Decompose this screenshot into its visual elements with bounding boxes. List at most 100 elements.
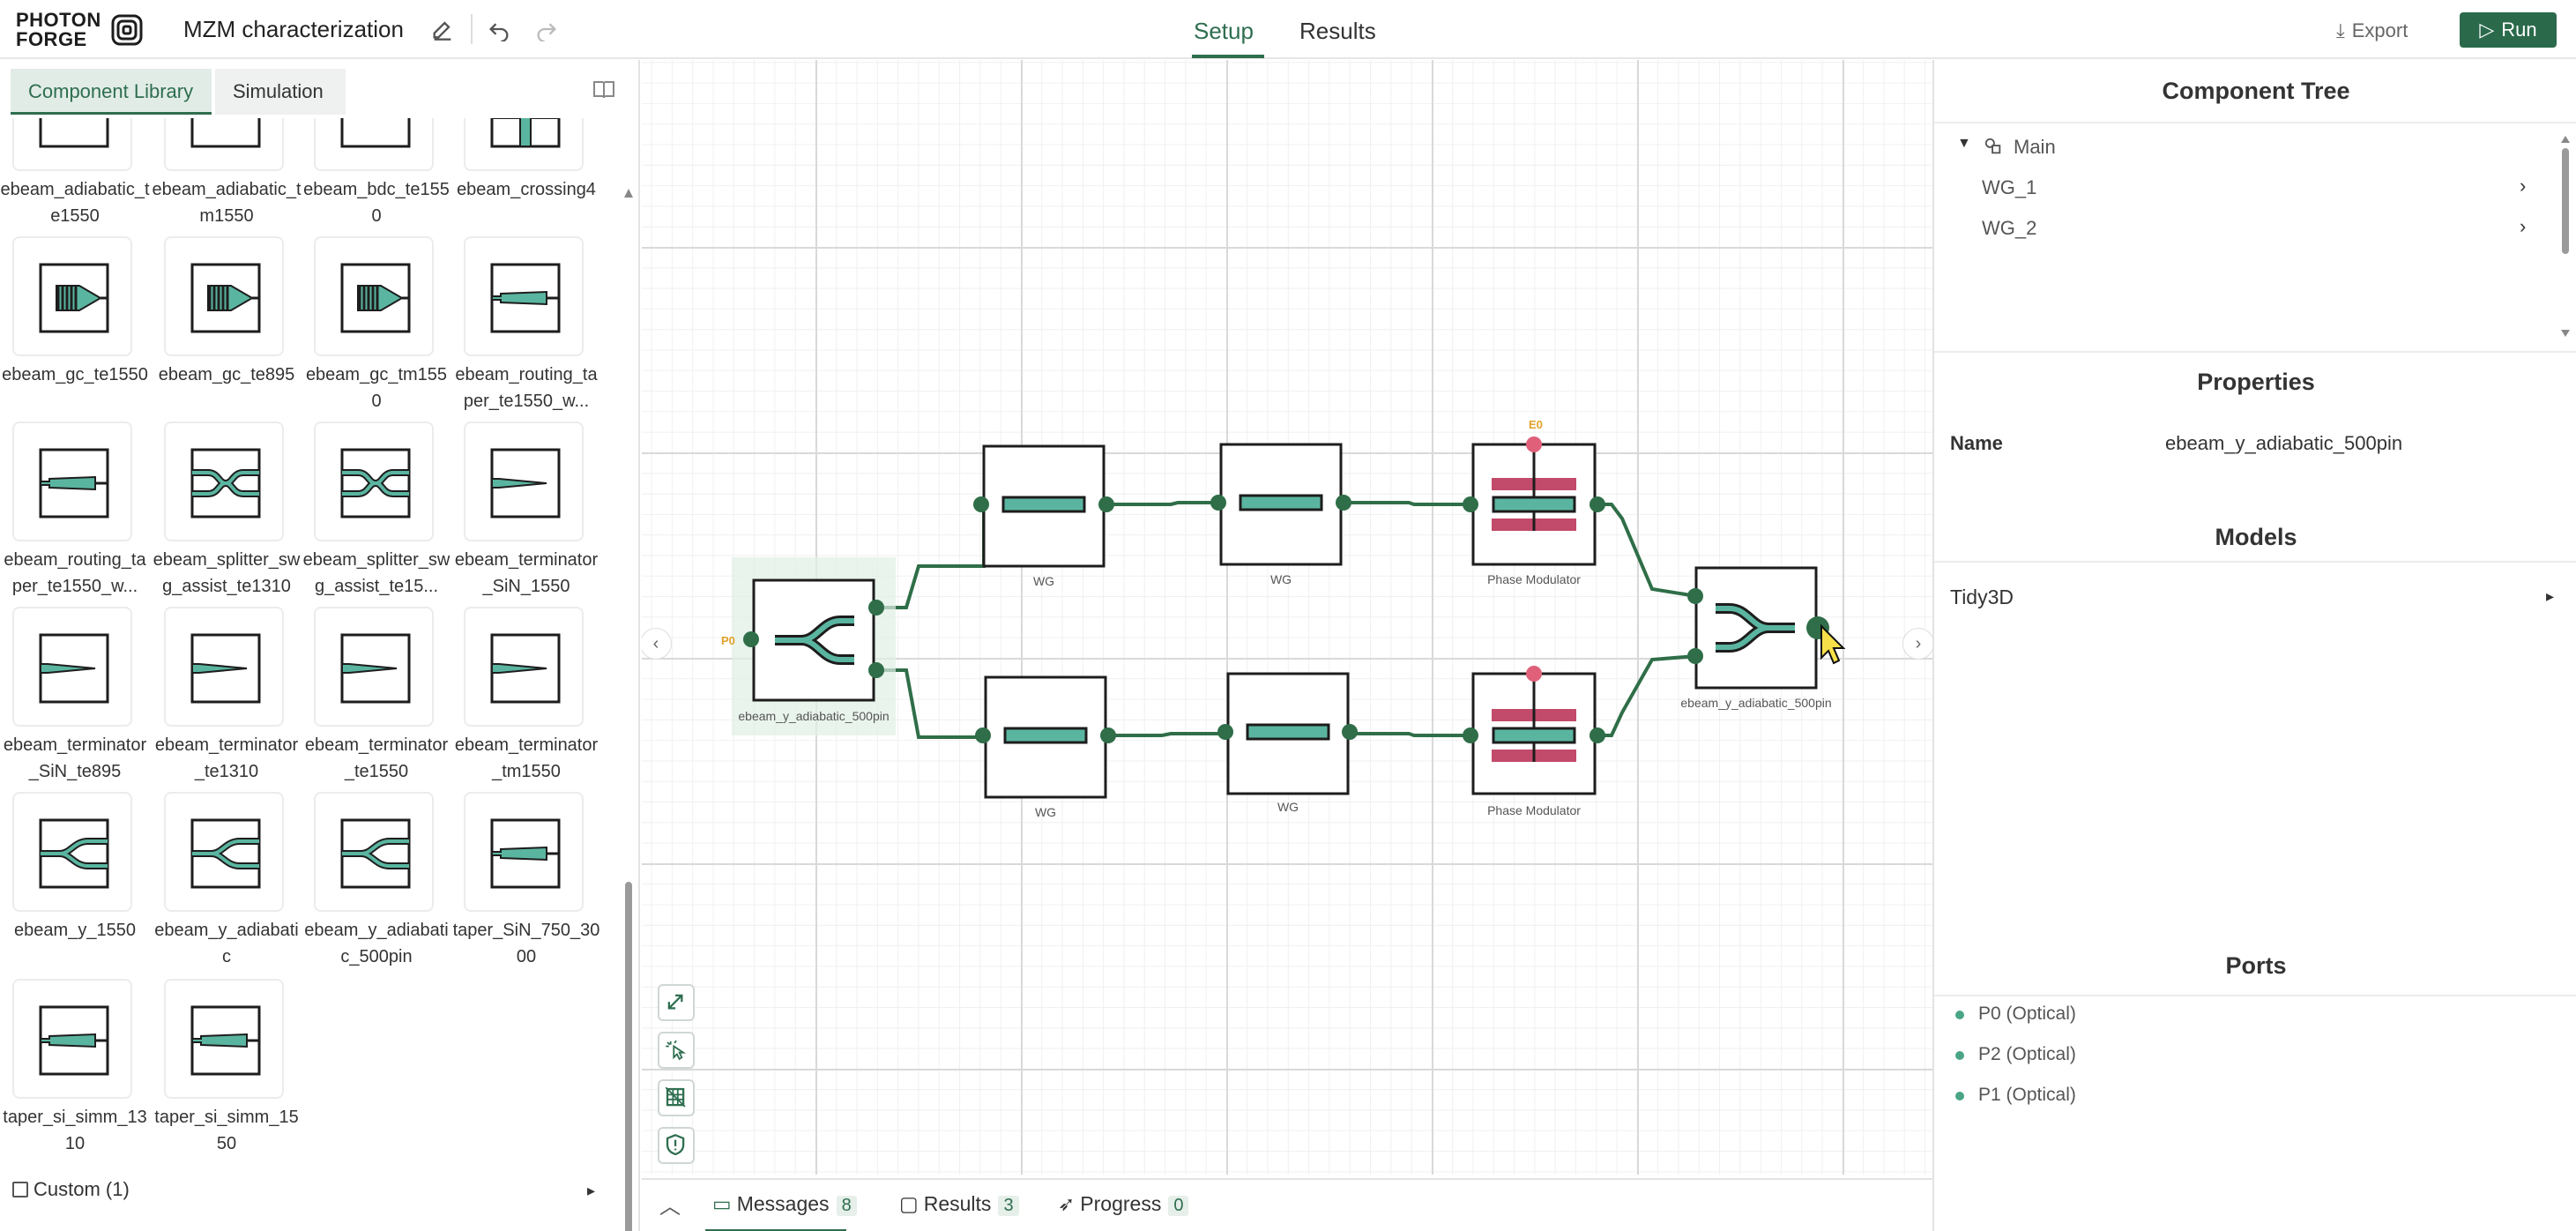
port-item[interactable]: P0 (Optical) — [1955, 1003, 2076, 1025]
library-component[interactable]: ebeam_bdc_te1550 — [302, 118, 451, 228]
library-component[interactable]: ebeam_gc_te895 — [152, 236, 302, 413]
model-item-tidy3d[interactable]: Tidy3D — [1950, 586, 2014, 609]
library-component[interactable]: ebeam_splitter_swg_assist_te15... — [302, 422, 451, 598]
component-label: ebeam_gc_tm1550 — [305, 365, 448, 411]
library-component[interactable]: ebeam_adiabatic_tm1550 — [152, 118, 302, 228]
node-phase-modulator-2[interactable]: Phase Modulator — [1463, 666, 1605, 817]
schematic-canvas[interactable]: P0 ebeam_y_adiabatic_500pin WG WG — [642, 60, 1932, 1175]
component-thumbnail — [12, 422, 132, 541]
port-item[interactable]: P2 (Optical) — [1955, 1044, 2076, 1065]
component-label: taper_si_simm_1310 — [3, 1108, 147, 1153]
run-button[interactable]: ▷Run — [2460, 12, 2557, 48]
library-scrollbar[interactable] — [621, 122, 637, 1231]
circuit-diagram: P0 ebeam_y_adiabatic_500pin WG WG — [721, 418, 1846, 819]
terminator-icon — [190, 633, 261, 704]
node-y-branch-output[interactable]: ebeam_y_adiabatic_500pin — [1680, 566, 1832, 710]
export-button[interactable]: ⤓Export — [2336, 19, 2408, 42]
node-wg-1[interactable]: WG — [973, 444, 1114, 588]
select-tool-button[interactable] — [658, 1032, 695, 1069]
component-label: ebeam_terminator_te1310 — [154, 735, 299, 781]
port-label: P0 (Optical) — [1978, 1003, 2076, 1024]
book-icon[interactable] — [592, 79, 615, 101]
component-label: ebeam_routing_taper_te1550_w... — [4, 550, 146, 596]
tree-root-main[interactable]: ▼ Main — [1934, 127, 2551, 168]
component-thumbnail — [12, 607, 132, 727]
library-component[interactable]: taper_SiN_750_3000 — [451, 792, 601, 968]
library-component[interactable]: ebeam_crossing4 — [451, 118, 601, 228]
validate-button[interactable] — [658, 1127, 695, 1164]
property-name-key: Name — [1950, 432, 2003, 454]
component-thumbnail — [314, 607, 434, 727]
port-label: P1 (Optical) — [1978, 1085, 2076, 1105]
node-y-branch-input[interactable]: P0 ebeam_y_adiabatic_500pin — [721, 557, 896, 735]
port-label: P2 (Optical) — [1978, 1044, 2076, 1064]
fit-view-button[interactable] — [658, 984, 695, 1021]
components-icon — [1984, 138, 2001, 154]
collapse-left-panel-button[interactable]: ‹ — [642, 628, 672, 660]
tree-scrollbar[interactable] — [2558, 131, 2572, 342]
library-component[interactable]: ebeam_terminator_SiN_te895 — [0, 607, 150, 783]
library-component[interactable]: ebeam_y_1550 — [0, 792, 150, 968]
folder-icon — [12, 1182, 28, 1197]
node-wg-3[interactable]: WG — [975, 675, 1116, 819]
library-component[interactable]: taper_si_simm_1310 — [0, 979, 150, 1155]
crossing-icon — [490, 118, 561, 148]
tab-simulation[interactable]: Simulation — [215, 69, 346, 115]
grating-coupler-icon — [340, 263, 411, 333]
library-component[interactable]: ebeam_routing_taper_te1550_w... — [0, 422, 150, 598]
collapse-right-panel-button[interactable]: › — [1902, 628, 1932, 660]
chevron-right-icon[interactable]: › — [2520, 215, 2527, 237]
library-component[interactable]: ebeam_terminator_tm1550 — [451, 607, 601, 783]
component-thumbnail — [12, 792, 132, 912]
connection-wg3-wg4 — [1106, 732, 1225, 737]
library-component[interactable]: ebeam_gc_te1550 — [0, 236, 150, 413]
tab-active-indicator — [1192, 55, 1264, 58]
tree-item[interactable]: WG_1› — [1934, 168, 2551, 208]
taper-icon — [39, 448, 109, 519]
library-component[interactable]: ebeam_terminator_te1310 — [152, 607, 302, 783]
tree-item[interactable]: WG_3› — [1934, 249, 2551, 252]
library-component[interactable]: ebeam_terminator_te1550 — [302, 607, 451, 783]
tab-results[interactable]: Results — [1299, 18, 1376, 44]
library-component[interactable]: ebeam_splitter_swg_assist_te1310 — [152, 422, 302, 598]
divider — [1934, 561, 2576, 563]
library-component[interactable]: ebeam_gc_tm1550 — [302, 236, 451, 413]
library-component[interactable]: ebeam_routing_taper_te1550_w... — [451, 236, 601, 413]
library-component[interactable]: ebeam_adiabatic_te1550 — [0, 118, 150, 228]
undo-icon[interactable] — [487, 17, 511, 41]
mouse-cursor-icon — [1820, 623, 1846, 665]
tab-component-library[interactable]: Component Library — [11, 69, 212, 115]
divider — [1934, 351, 2576, 353]
node-wg-2[interactable]: WG — [1210, 443, 1351, 586]
grid-toggle-button[interactable] — [658, 1079, 695, 1116]
component-label: ebeam_y_adiabatic_500pin — [304, 921, 449, 966]
tree-item[interactable]: WG_2› — [1934, 208, 2551, 249]
library-component[interactable]: ebeam_y_adiabatic — [152, 792, 302, 968]
chevron-right-icon[interactable]: ▸ — [2546, 587, 2555, 605]
port-label-p0: P0 — [721, 634, 735, 647]
results-count-badge: 3 — [998, 1196, 1019, 1216]
tab-setup[interactable]: Setup — [1194, 18, 1254, 44]
edit-pencil-icon[interactable] — [430, 17, 455, 41]
y-branch-icon — [39, 818, 109, 889]
property-name-value[interactable]: ebeam_y_adiabatic_500pin — [2165, 432, 2403, 454]
redo-icon[interactable] — [534, 17, 559, 41]
library-component[interactable]: taper_si_simm_1550 — [152, 979, 302, 1155]
node-wg-4[interactable]: WG — [1217, 672, 1358, 814]
project-title: MZM characterization — [183, 16, 404, 42]
chevron-up-icon[interactable]: ︿ — [659, 1195, 681, 1219]
library-component[interactable]: ebeam_terminator_SiN_1550 — [451, 422, 601, 598]
node-phase-modulator-1[interactable]: E0 Phase Modulator — [1463, 418, 1605, 586]
custom-section-toggle[interactable]: Custom (1) — [12, 1178, 130, 1201]
splitter-icon — [190, 448, 261, 519]
component-thumbnail — [164, 979, 284, 1099]
library-component[interactable]: ebeam_y_adiabatic_500pin — [302, 792, 451, 968]
port-item[interactable]: P1 (Optical) — [1955, 1085, 2076, 1106]
chevron-right-icon[interactable]: › — [2520, 175, 2527, 197]
logo-line1: PHOTON — [16, 9, 101, 31]
chevron-right-icon[interactable]: ▸ — [587, 1182, 596, 1199]
